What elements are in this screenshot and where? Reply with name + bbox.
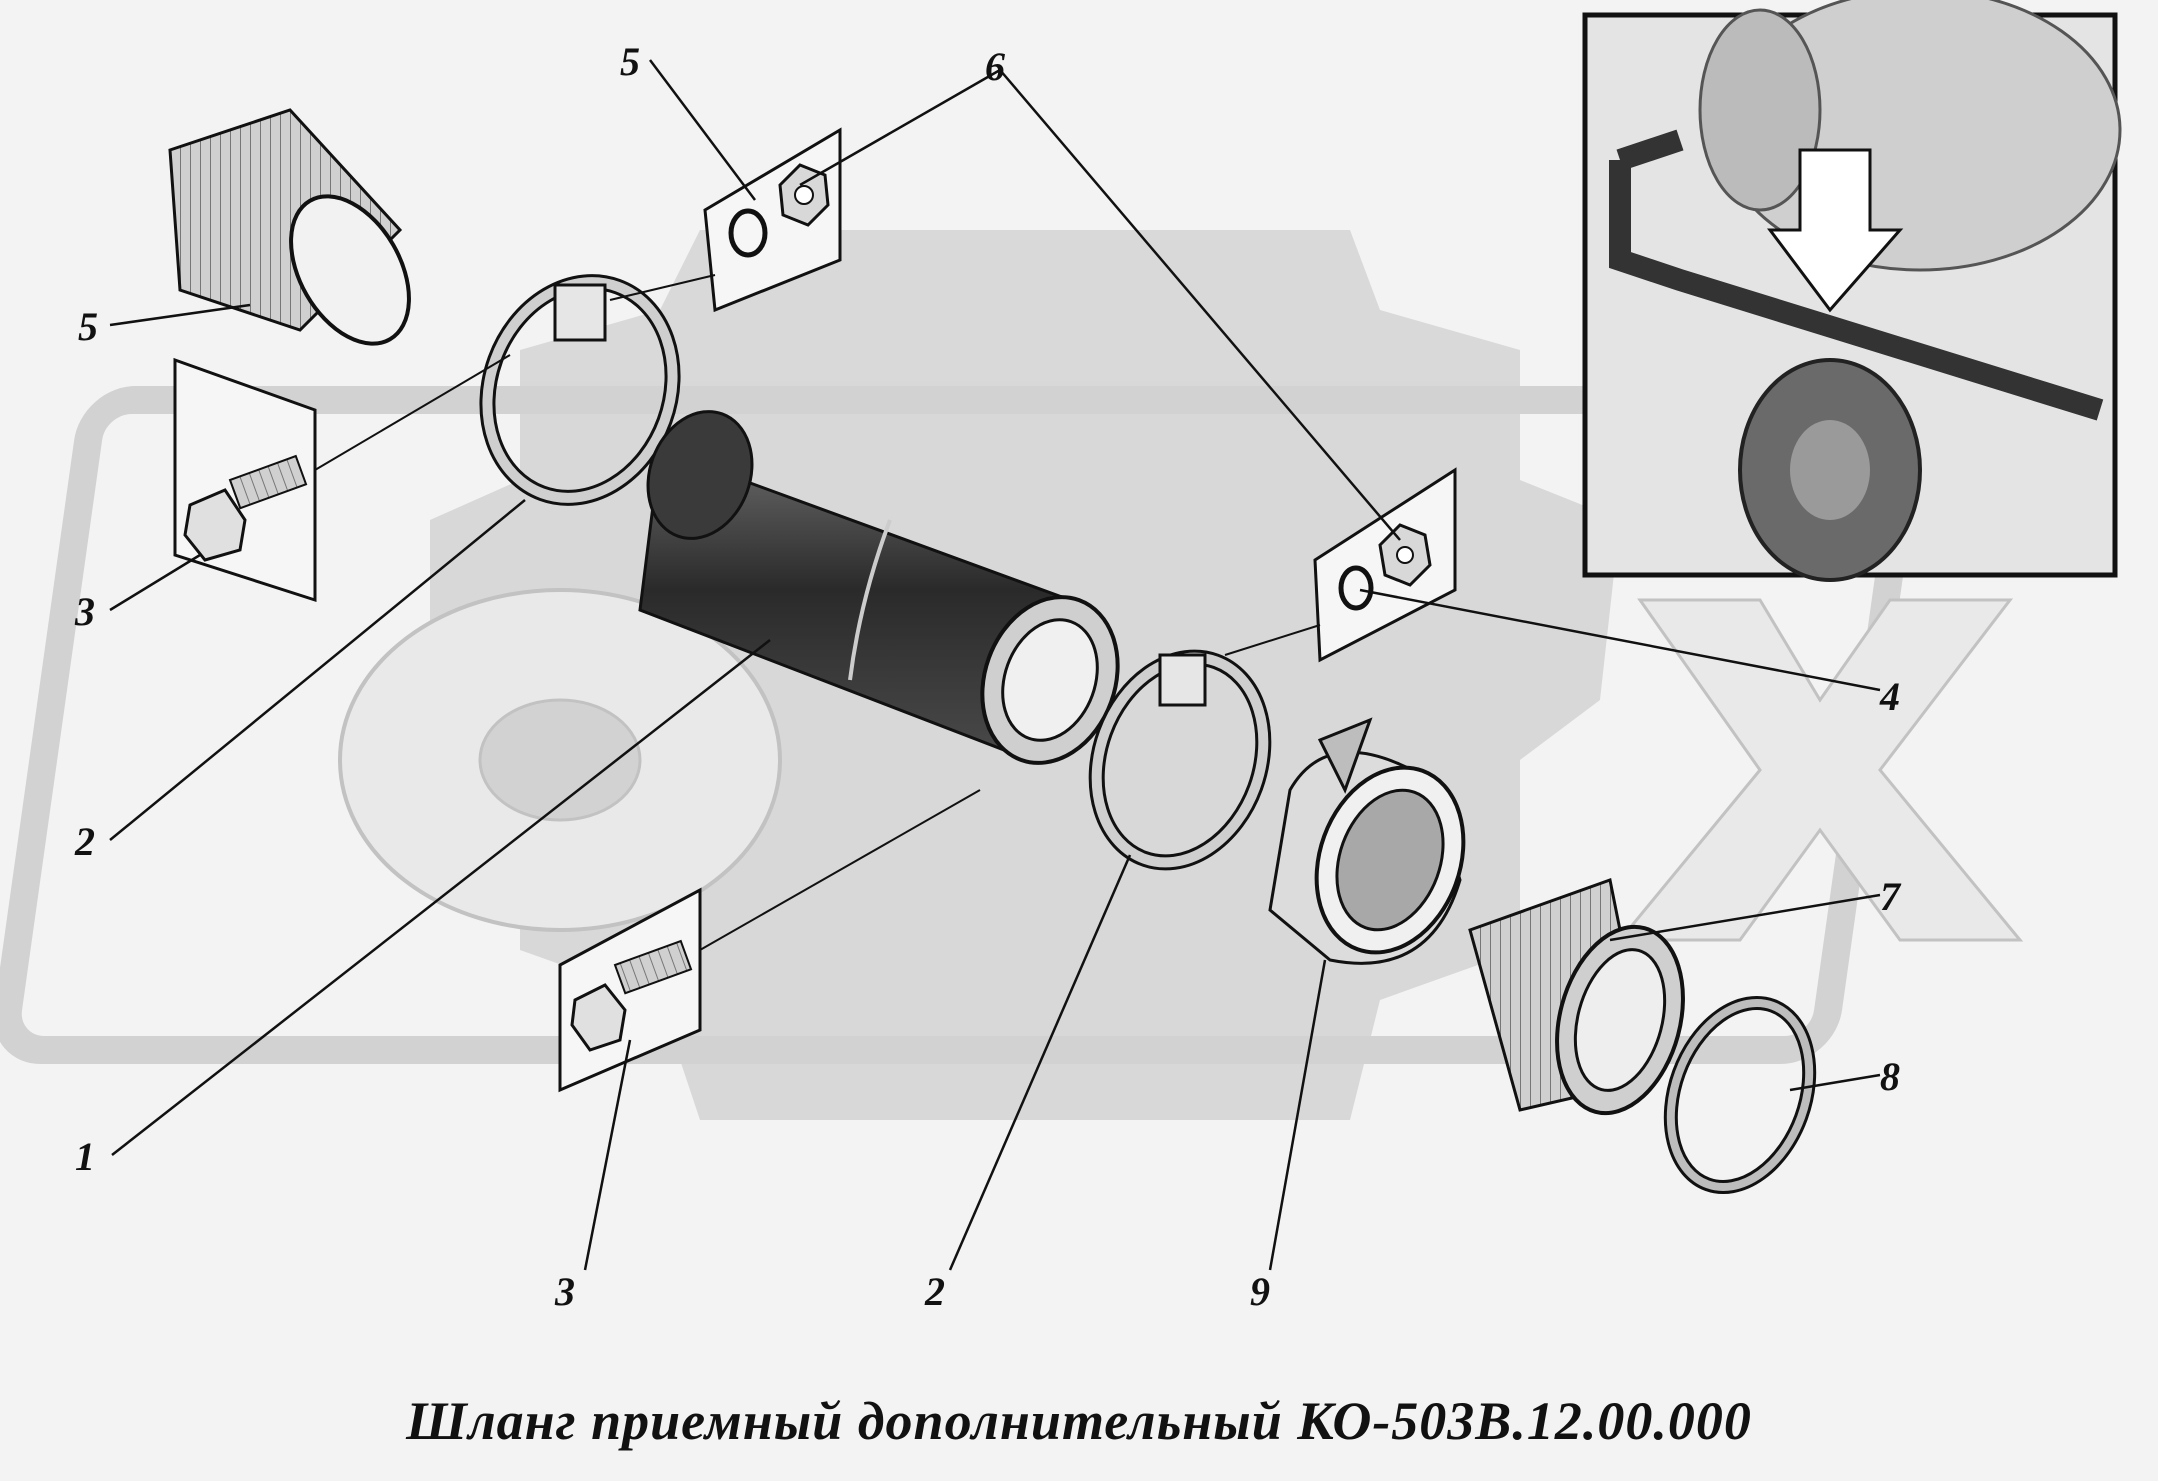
callout-5-top: 5 [620, 39, 640, 84]
nut-inset-right [1224, 467, 1457, 663]
clamp-part-2-right [1088, 649, 1272, 871]
hose-part-1 [638, 410, 1120, 765]
callout-5-right: 4 [1879, 674, 1900, 719]
bolt-inset-3-top [173, 354, 511, 603]
leader-lines [109, 59, 1881, 1271]
callout-labels: 5 3 2 1 5 6 4 7 8 3 2 9 [74, 39, 1902, 1314]
callout-6: 6 [985, 44, 1005, 89]
bolt-inset-3-bottom [558, 789, 981, 1093]
arrow-icon [1767, 148, 1904, 313]
callout-8: 8 [1880, 1054, 1900, 1099]
callout-4: 5 [78, 304, 98, 349]
callout-9: 9 [1250, 1269, 1270, 1314]
diagram-caption: Шланг приемный дополнительный КО-503В.12… [406, 1391, 1752, 1451]
callout-2-left: 2 [74, 819, 95, 864]
clamp-part-2-left [479, 274, 681, 506]
gasket-part-8 [1663, 996, 1817, 1194]
callout-3-top: 3 [74, 589, 95, 634]
callout-7: 7 [1880, 874, 1902, 919]
nipple-part-7 [1468, 878, 1685, 1116]
callout-2-right: 2 [924, 1269, 945, 1314]
cam-nut-part-9 [1268, 717, 1466, 965]
location-inset [1582, 0, 2122, 582]
callout-3-bottom: 3 [554, 1269, 575, 1314]
bushing-part-4 [168, 108, 411, 346]
nut-inset-top [609, 127, 842, 313]
callout-1: 1 [75, 1134, 95, 1179]
